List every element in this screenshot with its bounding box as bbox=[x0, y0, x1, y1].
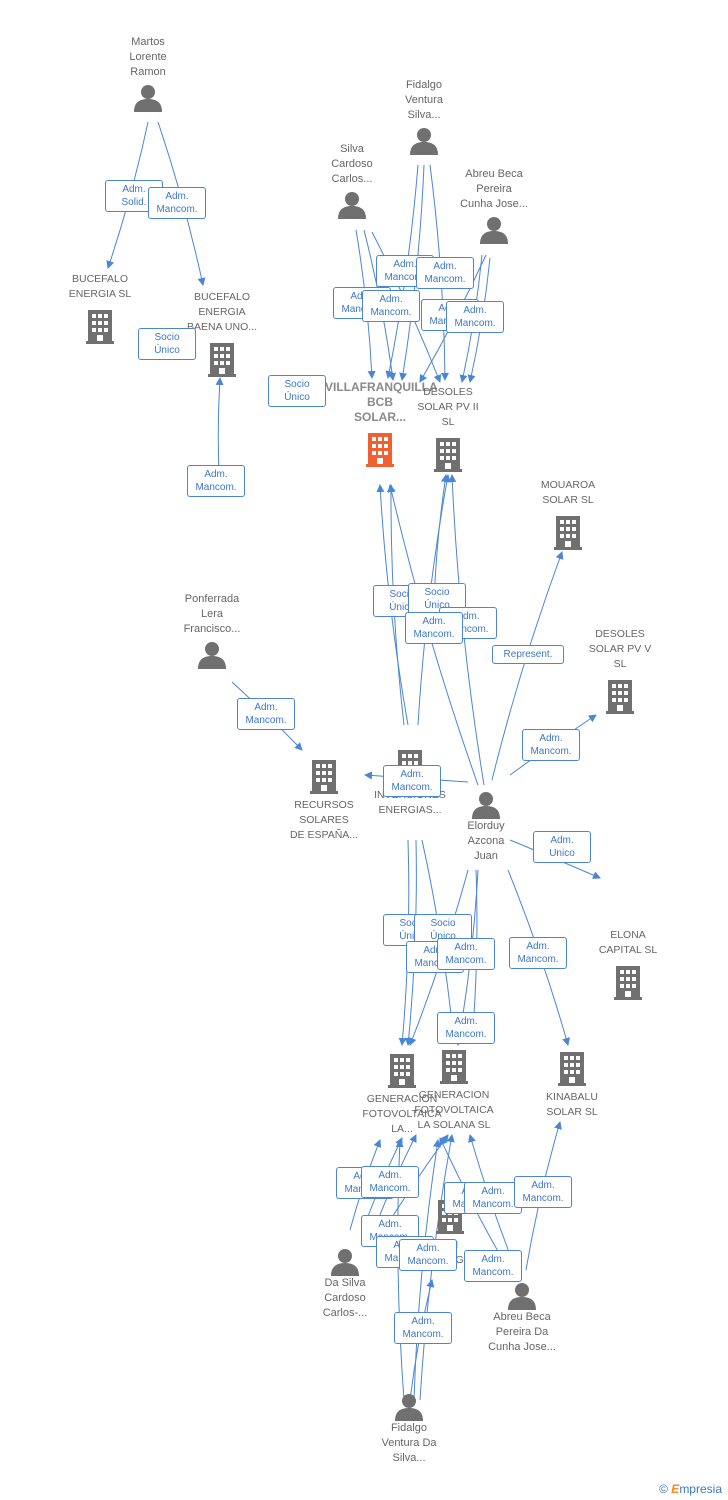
company-node[interactable]: ELONA CAPITAL SL bbox=[573, 928, 683, 1000]
person-node[interactable]: Martos Lorente Ramon bbox=[93, 35, 203, 112]
relationship-badge[interactable]: Adm. Mancom. bbox=[416, 257, 474, 289]
relationship-badge[interactable]: Adm. Mancom. bbox=[187, 465, 245, 497]
building-icon bbox=[86, 310, 114, 344]
company-name: VILLAFRANQUILLA BCB SOLAR... bbox=[325, 380, 438, 424]
relationship-badge[interactable]: Adm. Mancom. bbox=[464, 1250, 522, 1282]
person-icon bbox=[198, 641, 226, 669]
relationship-badge[interactable]: Adm. Mancom. bbox=[361, 1166, 419, 1198]
relationship-badge[interactable]: Adm. Mancom. bbox=[509, 937, 567, 969]
company-node[interactable]: DESOLES SOLAR PV II SL bbox=[393, 385, 503, 472]
building-icon bbox=[310, 760, 338, 794]
company-name: MOUAROA SOLAR SL bbox=[540, 479, 596, 506]
relationship-badge[interactable]: Adm. Mancom. bbox=[437, 938, 495, 970]
relationship-badge[interactable]: Adm. Mancom. bbox=[362, 290, 420, 322]
building-icon bbox=[614, 966, 642, 1000]
person-icon bbox=[395, 1393, 423, 1421]
relationship-badge[interactable]: Adm. Mancom. bbox=[394, 1312, 452, 1344]
person-name: Fidalgo Ventura Da Silva... bbox=[381, 1422, 437, 1464]
company-name: GENERACION FOTOVOLTAICA LA SOLANA SL bbox=[414, 1089, 494, 1131]
relationship-badge[interactable]: Adm. Unico bbox=[533, 831, 591, 863]
relationship-badge[interactable]: Adm. Mancom. bbox=[464, 1182, 522, 1214]
relationship-badge[interactable]: Socio Único bbox=[138, 328, 196, 360]
company-node[interactable]: GENERACION FOTOVOLTAICA LA SOLANA SL bbox=[399, 1090, 509, 1133]
building-icon bbox=[366, 433, 394, 467]
person-node[interactable]: Fidalgo Ventura Silva... bbox=[369, 78, 479, 155]
person-node[interactable]: Fidalgo Ventura Da Silva... bbox=[354, 1425, 464, 1466]
person-name: Ponferrada Lera Francisco... bbox=[183, 593, 241, 635]
building-icon bbox=[388, 1054, 416, 1088]
copyright-symbol: © bbox=[659, 1482, 668, 1496]
person-node[interactable]: Abreu Beca Pereira Da Cunha Jose... bbox=[467, 1314, 577, 1355]
person-name: Fidalgo Ventura Silva... bbox=[405, 79, 443, 121]
person-node[interactable]: Elorduy Azcona Juan bbox=[431, 823, 541, 864]
person-icon bbox=[134, 84, 162, 112]
relationship-badge[interactable]: Adm. Mancom. bbox=[237, 698, 295, 730]
person-icon bbox=[331, 1248, 359, 1276]
person-name: Martos Lorente Ramon bbox=[129, 36, 167, 78]
person-name: Abreu Beca Pereira Da Cunha Jose... bbox=[488, 1311, 556, 1353]
person-node[interactable]: Ponferrada Lera Francisco... bbox=[157, 592, 267, 669]
person-icon bbox=[338, 191, 366, 219]
building-icon bbox=[554, 516, 582, 550]
building-icon bbox=[558, 1052, 586, 1086]
relationship-badge[interactable]: Adm. Mancom. bbox=[437, 1012, 495, 1044]
relationship-badge[interactable]: Adm. Mancom. bbox=[446, 301, 504, 333]
company-node[interactable]: GENERACION FOTOVOLTAICA LA... bbox=[347, 1094, 457, 1137]
company-name: KINABALU SOLAR SL bbox=[546, 1091, 598, 1118]
relationship-badge[interactable]: Adm. Mancom. bbox=[405, 612, 463, 644]
company-node[interactable]: RECURSOS SOLARES DE ESPAÑA... bbox=[269, 800, 379, 843]
person-node[interactable]: Da Silva Cardoso Carlos-... bbox=[290, 1280, 400, 1321]
company-name: BUCEFALO ENERGIA SL bbox=[68, 273, 132, 300]
person-node[interactable]: Abreu Beca Pereira Cunha Jose... bbox=[439, 167, 549, 244]
company-name: GENERACION FOTOVOLTAICA LA... bbox=[362, 1093, 442, 1135]
main-company-node[interactable]: VILLAFRANQUILLA BCB SOLAR... bbox=[325, 380, 438, 467]
relationship-badge[interactable]: Adm. Solid. bbox=[105, 180, 163, 212]
footer-brand: © Empresia bbox=[659, 1482, 722, 1496]
company-name: DESOLES SOLAR PV V SL bbox=[588, 628, 652, 670]
company-node[interactable]: MOUAROA SOLAR SL bbox=[513, 478, 623, 550]
person-name: Da Silva Cardoso Carlos-... bbox=[322, 1277, 368, 1319]
relationship-badge[interactable]: Adm. Mancom. bbox=[514, 1176, 572, 1208]
person-icon bbox=[508, 1282, 536, 1310]
relationship-badge[interactable]: Adm. Mancom. bbox=[522, 729, 580, 761]
person-name: Abreu Beca Pereira Cunha Jose... bbox=[460, 168, 528, 210]
relationship-badge[interactable]: Represent. bbox=[492, 645, 564, 664]
person-icon bbox=[410, 127, 438, 155]
building-icon bbox=[434, 438, 462, 472]
building-icon bbox=[208, 343, 236, 377]
empresia-logo-letter: E bbox=[671, 1482, 680, 1496]
company-name: RECURSOS SOLARES DE ESPAÑA... bbox=[289, 799, 359, 841]
company-node[interactable]: DESOLES SOLAR PV V SL bbox=[565, 627, 675, 714]
relationship-badge[interactable]: Adm. Mancom. bbox=[399, 1239, 457, 1271]
relationship-badge[interactable]: Adm. Mancom. bbox=[383, 765, 441, 797]
person-icon bbox=[472, 791, 500, 819]
company-name: DESOLES SOLAR PV II SL bbox=[417, 386, 479, 428]
relationship-badge[interactable]: Adm. Mancom. bbox=[148, 187, 206, 219]
company-name: ELONA CAPITAL SL bbox=[598, 929, 658, 956]
building-icon bbox=[440, 1050, 468, 1084]
person-name: Elorduy Azcona Juan bbox=[467, 820, 505, 862]
company-node[interactable]: KINABALU SOLAR SL bbox=[517, 1092, 627, 1120]
company-node[interactable]: BUCEFALO ENERGIA SL bbox=[45, 272, 155, 344]
empresia-logo-text: mpresia bbox=[679, 1482, 722, 1496]
relationship-badge[interactable]: Socio Único bbox=[268, 375, 326, 407]
person-node[interactable]: Silva Cardoso Carlos... bbox=[297, 142, 407, 219]
relationship-edge bbox=[491, 551, 564, 781]
person-icon bbox=[480, 216, 508, 244]
building-icon bbox=[606, 680, 634, 714]
person-name: Silva Cardoso Carlos... bbox=[331, 143, 373, 185]
